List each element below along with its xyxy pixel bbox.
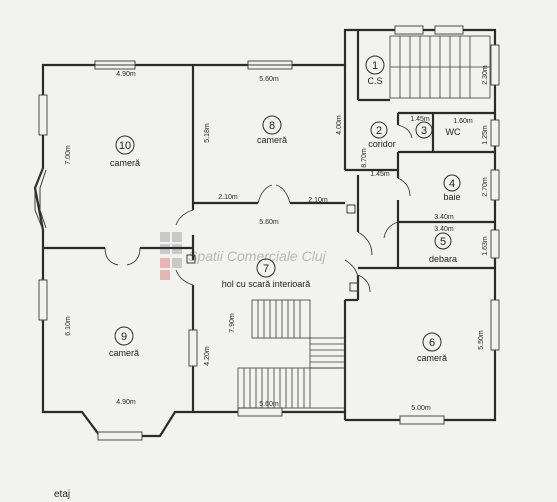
dim-r8-height-left: 5.18m bbox=[204, 123, 211, 143]
dim-r2-width: 1.45m bbox=[410, 116, 430, 123]
dim-r9-height: 6.10m bbox=[65, 316, 72, 336]
room-2: 2 coridor bbox=[368, 121, 396, 149]
dim-r4-width: 3.40m bbox=[434, 214, 454, 221]
dim-r3-width: 1.60m bbox=[453, 118, 473, 125]
dim-r4-height: 2.70m bbox=[482, 177, 489, 197]
room-10-number: 10 bbox=[119, 140, 131, 152]
room-6: 6 cameră bbox=[417, 332, 447, 363]
doors bbox=[104, 124, 413, 293]
room-1-number: 1 bbox=[372, 60, 378, 72]
room-3-number: 3 bbox=[421, 125, 427, 137]
room-8-name: cameră bbox=[257, 135, 287, 145]
dim-hall-bottom: 5.60m bbox=[259, 401, 279, 408]
room-3-name: WC bbox=[446, 127, 461, 137]
dim-r3-height: 1.25m bbox=[482, 125, 489, 145]
watermark: Spatii Comerciale Cluj bbox=[160, 232, 327, 280]
outer-walls bbox=[33, 28, 497, 438]
dim-r6-width: 5.00m bbox=[411, 405, 431, 412]
room-2-name: coridor bbox=[368, 139, 396, 149]
room-9: 9 cameră bbox=[109, 326, 139, 358]
room-8-number: 8 bbox=[269, 120, 275, 132]
room-1: 1 C.S bbox=[365, 55, 385, 86]
dim-r5-height: 1.63m bbox=[482, 236, 489, 256]
dim-r8-bottom-right: 2.10m bbox=[308, 197, 328, 204]
room-7: 7 hol cu scară interioară bbox=[222, 258, 311, 289]
dim-r10-height: 7.00m bbox=[65, 145, 72, 165]
watermark-text: Spatii Comerciale Cluj bbox=[188, 248, 327, 264]
dim-r5-width: 3.40m bbox=[434, 226, 454, 233]
room-10: 10 cameră bbox=[110, 135, 140, 168]
room-4: 4 baie bbox=[443, 174, 461, 202]
room-6-name: cameră bbox=[417, 353, 447, 363]
dim-hall-height: 7.90m bbox=[229, 313, 236, 333]
dim-r2-bottom: 1.45m bbox=[370, 171, 390, 178]
interior-walls bbox=[43, 30, 495, 412]
bay-window-left bbox=[34, 167, 47, 231]
room-7-name: hol cu scară interioară bbox=[222, 279, 311, 289]
room-8: 8 cameră bbox=[257, 115, 287, 145]
room-6-number: 6 bbox=[429, 337, 435, 349]
room-7-number: 7 bbox=[263, 263, 269, 275]
room-3: 3 WC bbox=[415, 121, 461, 139]
dim-stair-height: 4.20m bbox=[204, 346, 211, 366]
dim-r10-width: 4.90m bbox=[116, 71, 136, 78]
room-5-name: debara bbox=[429, 254, 457, 264]
dim-r6-height: 5.50m bbox=[478, 330, 485, 350]
dim-r8-bottom-left: 2.10m bbox=[218, 194, 238, 201]
room-4-number: 4 bbox=[449, 178, 455, 190]
room-5: 5 debara bbox=[429, 232, 457, 264]
dim-r8-height-right: 4.00m bbox=[336, 115, 343, 135]
dimensions: 4.90m 7.00m 5.60m 5.18m 4.00m 2.10m 2.10… bbox=[65, 65, 489, 412]
room-9-number: 9 bbox=[121, 331, 127, 343]
stairs bbox=[186, 35, 491, 409]
room-4-name: baie bbox=[443, 192, 460, 202]
dim-r2-height: 8.70m bbox=[361, 148, 368, 168]
room-2-number: 2 bbox=[376, 125, 382, 137]
dim-hall-width: 5.60m bbox=[259, 219, 279, 226]
floor-label: etaj bbox=[54, 489, 70, 500]
dim-r1-height: 2.30m bbox=[482, 65, 489, 85]
room-10-name: cameră bbox=[110, 158, 140, 168]
windows bbox=[38, 25, 500, 441]
room-1-name: C.S bbox=[367, 76, 382, 86]
room-5-number: 5 bbox=[440, 236, 446, 248]
room-9-name: cameră bbox=[109, 348, 139, 358]
dim-r8-width: 5.60m bbox=[259, 76, 279, 83]
dim-r9-width: 4.90m bbox=[116, 399, 136, 406]
